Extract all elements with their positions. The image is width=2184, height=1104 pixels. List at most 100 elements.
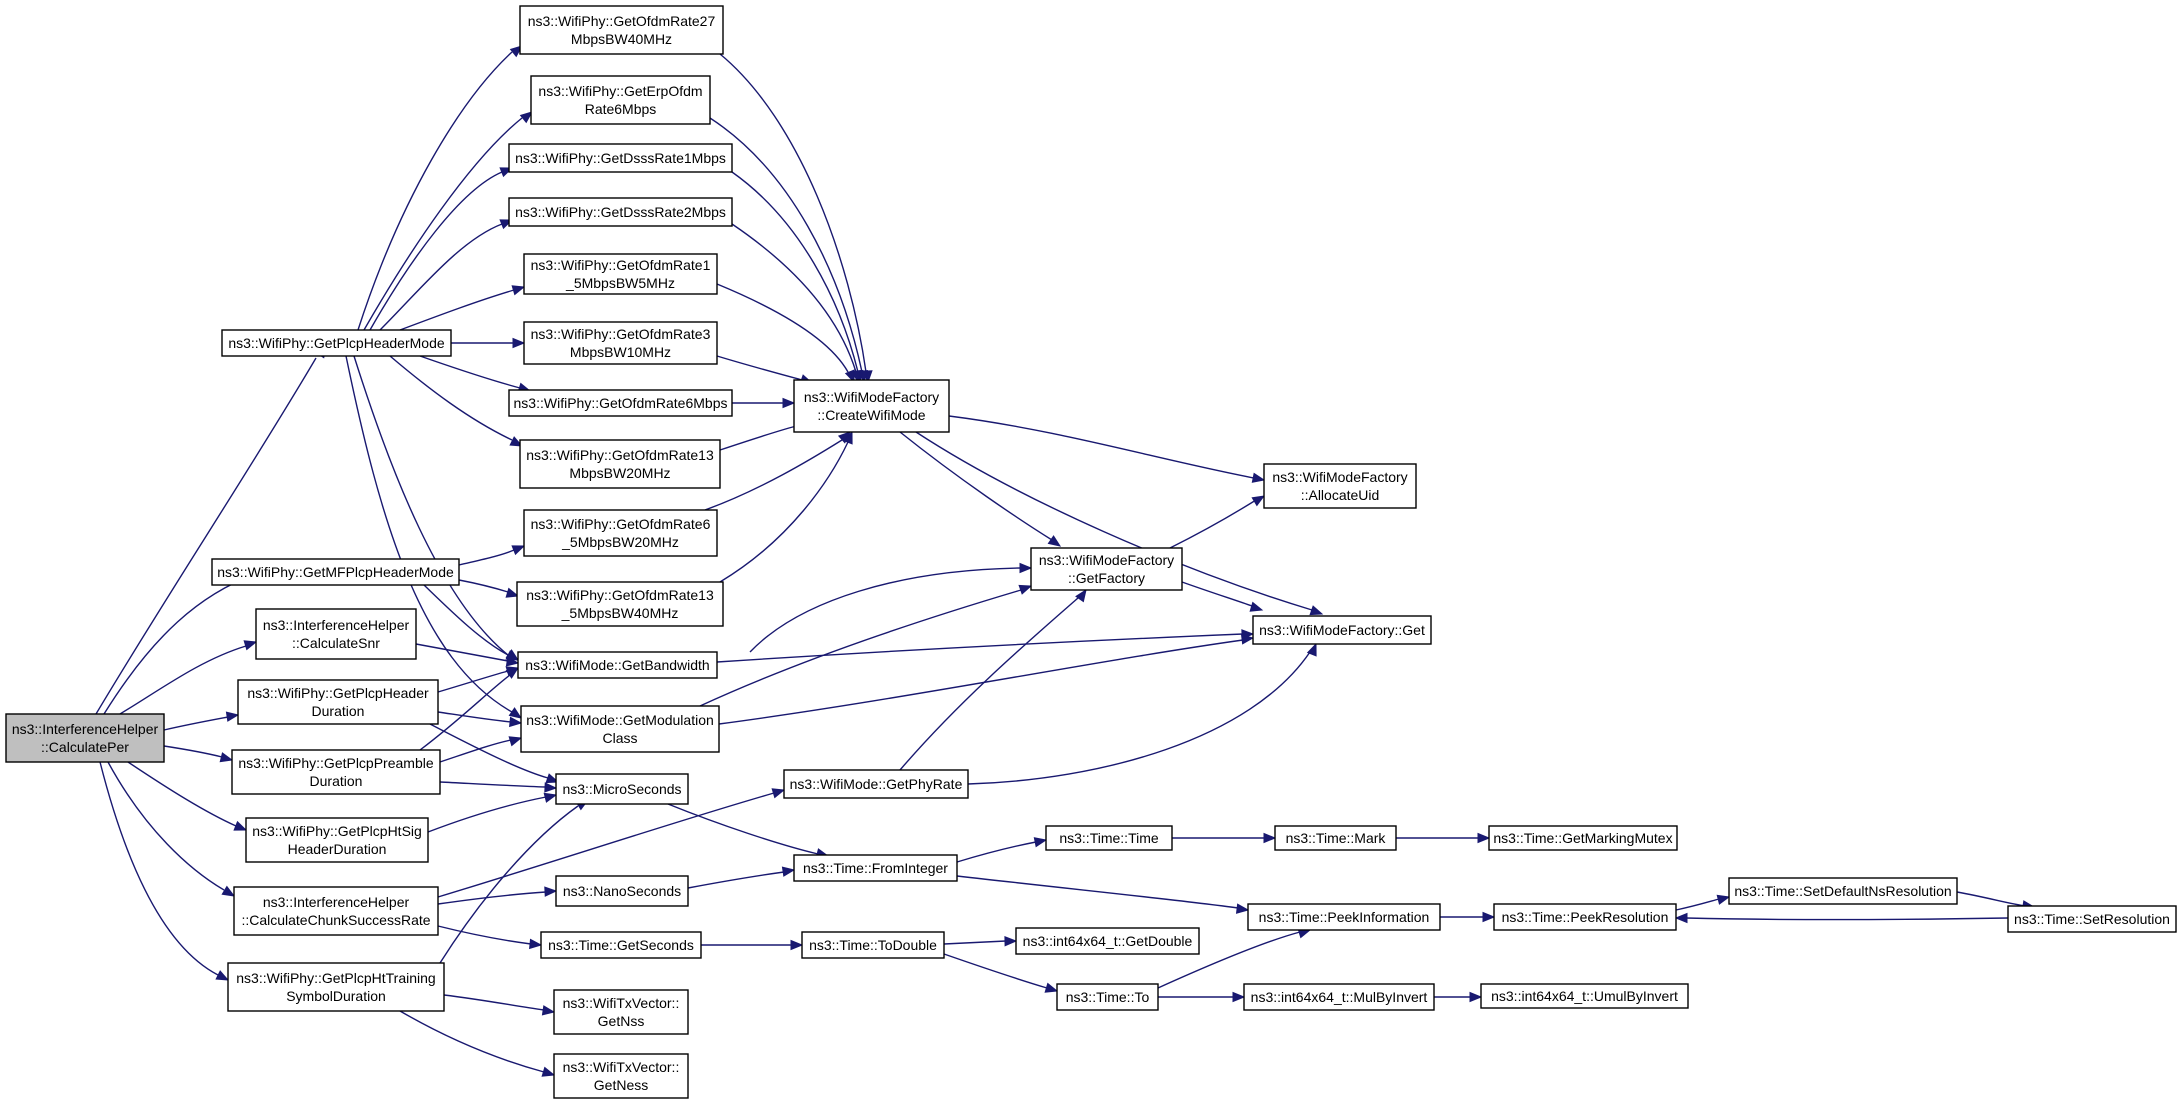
edge-line — [107, 761, 225, 891]
node-n22[interactable]: ns3::NanoSeconds — [555, 875, 689, 907]
node-n8[interactable]: ns3::WifiPhy::GetPlcpHtTrainingSymbolDur… — [227, 962, 445, 1012]
node-box — [1243, 983, 1435, 1011]
edge-n7-n22 — [437, 886, 558, 905]
node-label-line: ns3::int64x64_t::UmulByInvert — [1491, 988, 1678, 1004]
edge-arrowhead — [1263, 832, 1277, 844]
edge-arrowhead — [225, 711, 240, 722]
edge-n0-n6 — [127, 761, 248, 831]
node-n13[interactable]: ns3::WifiPhy::GetOfdmRate1_5MbpsBW5MHz — [523, 253, 718, 295]
node-label-line: ns3::Time::PeekInformation — [1259, 909, 1430, 925]
edge-n33-n36 — [1172, 832, 1277, 844]
node-n17[interactable]: ns3::WifiPhy::GetOfdmRate6_5MbpsBW20MHz — [523, 509, 718, 557]
edge-line — [731, 223, 857, 373]
edge-line — [458, 579, 509, 593]
node-n42[interactable]: ns3::Time::SetDefaultNsResolution — [1728, 877, 1958, 905]
node-n15[interactable]: ns3::WifiPhy::GetOfdmRate6Mbps — [508, 389, 733, 417]
node-n39[interactable]: ns3::Time::GetMarkingMutex — [1488, 825, 1678, 851]
edge-n27-n32 — [1181, 581, 1264, 612]
edge-n4-n20 — [437, 711, 523, 728]
node-n32[interactable]: ns3::WifiModeFactory::Get — [1252, 615, 1432, 645]
node-n37[interactable]: ns3::Time::PeekInformation — [1247, 903, 1441, 931]
node-n24[interactable]: ns3::WifiTxVector::GetNss — [553, 989, 689, 1035]
edge-n0-n4 — [163, 711, 240, 731]
node-n1[interactable]: ns3::WifiPhy::GetPlcpHeaderMode — [221, 329, 452, 357]
node-box — [783, 769, 969, 799]
node-label-line: ns3::InterferenceHelper — [263, 894, 410, 910]
node-box — [1015, 927, 1200, 955]
edge-arrowhead — [544, 886, 558, 897]
edge-line — [119, 645, 247, 715]
node-n25[interactable]: ns3::WifiTxVector::GetNess — [553, 1053, 689, 1099]
node-n40[interactable]: ns3::Time::PeekResolution — [1493, 903, 1677, 931]
node-n35[interactable]: ns3::Time::To — [1056, 983, 1159, 1011]
edge-arrowhead — [1075, 588, 1087, 603]
node-n30[interactable]: ns3::Time::ToDouble — [801, 931, 945, 959]
edge-arrowhead — [219, 752, 234, 763]
node-label-line: ns3::WifiModeFactory::Get — [1259, 622, 1425, 638]
node-n34[interactable]: ns3::int64x64_t::GetDouble — [1015, 927, 1200, 955]
edge-arrowhead — [243, 640, 258, 651]
edge-n7-n28 — [437, 788, 786, 898]
node-n43[interactable]: ns3::Time::SetResolution — [2007, 905, 2177, 933]
node-n33[interactable]: ns3::Time::Time — [1045, 825, 1173, 851]
node-n18[interactable]: ns3::WifiPhy::GetOfdmRate13_5MbpsBW40MHz — [516, 581, 724, 627]
node-n0[interactable]: ns3::InterferenceHelper::CalculatePer — [5, 713, 165, 763]
node-n28[interactable]: ns3::WifiMode::GetPhyRate — [783, 769, 969, 799]
node-label-line: Duration — [310, 773, 363, 789]
node-n21[interactable]: ns3::MicroSeconds — [555, 773, 689, 805]
node-n23[interactable]: ns3::Time::GetSeconds — [540, 931, 702, 959]
edge-arrowhead — [508, 736, 523, 747]
edge-line — [127, 761, 237, 827]
node-n36[interactable]: ns3::Time::Mark — [1274, 825, 1397, 851]
edge-n1-n10 — [363, 111, 534, 331]
edge-n15-n26 — [732, 397, 796, 409]
edge-n30-n34 — [943, 935, 1018, 947]
edge-n26-n27 — [899, 431, 1062, 547]
edge-arrowhead — [1309, 605, 1324, 616]
node-n27[interactable]: ns3::WifiModeFactory::GetFactory — [1030, 547, 1183, 591]
node-n3[interactable]: ns3::InterferenceHelper::CalculateSnr — [255, 608, 417, 660]
node-label-line: ns3::WifiPhy::GetOfdmRate27 — [528, 13, 716, 29]
edge-arrowhead — [508, 707, 523, 719]
node-n41[interactable]: ns3::int64x64_t::UmulByInvert — [1480, 983, 1689, 1009]
edge-line — [437, 792, 775, 898]
node-n2[interactable]: ns3::WifiPhy::GetMFPlcpHeaderMode — [211, 558, 460, 586]
node-label-line: ns3::Time::SetResolution — [2014, 911, 2170, 927]
node-label-line: ns3::WifiPhy::GetPlcpHtTraining — [236, 970, 435, 986]
node-n26[interactable]: ns3::WifiModeFactory::CreateWifiMode — [793, 379, 950, 433]
node-label-line: ns3::WifiPhy::GetOfdmRate1 — [531, 257, 711, 273]
node-label-line: ns3::WifiMode::GetBandwidth — [525, 657, 709, 673]
edge-n2-n17 — [458, 545, 526, 566]
node-n29[interactable]: ns3::Time::FromInteger — [793, 854, 958, 882]
node-label-line: ns3::WifiPhy::GetDsssRate2Mbps — [515, 204, 726, 220]
edge-line — [899, 597, 1079, 771]
node-n7[interactable]: ns3::InterferenceHelper::CalculateChunkS… — [233, 886, 439, 936]
edge-arrowhead — [1306, 642, 1317, 657]
node-n19[interactable]: ns3::WifiMode::GetBandwidth — [517, 651, 718, 679]
edge-arrowhead — [509, 716, 523, 728]
node-n12[interactable]: ns3::WifiPhy::GetDsssRate2Mbps — [508, 197, 733, 227]
node-n31[interactable]: ns3::WifiModeFactory::AllocateUid — [1263, 463, 1417, 509]
edge-arrowhead — [541, 1066, 556, 1077]
node-label-line: ns3::Time::Time — [1059, 830, 1159, 846]
edge-n5-n19 — [419, 667, 520, 751]
node-n38[interactable]: ns3::int64x64_t::MulByInvert — [1243, 983, 1435, 1011]
edge-line — [369, 171, 503, 331]
edge-n35-n38 — [1157, 991, 1246, 1003]
node-box — [530, 75, 711, 125]
node-label-line: ns3::WifiMode::GetPhyRate — [790, 776, 963, 792]
edge-line — [427, 796, 547, 833]
node-label-line: _5MbpsBW20MHz — [561, 534, 679, 550]
node-label-line: ns3::InterferenceHelper — [263, 617, 410, 633]
node-n11[interactable]: ns3::WifiPhy::GetDsssRate1Mbps — [508, 143, 733, 173]
edge-line — [163, 745, 223, 758]
edge-line — [399, 1010, 545, 1073]
